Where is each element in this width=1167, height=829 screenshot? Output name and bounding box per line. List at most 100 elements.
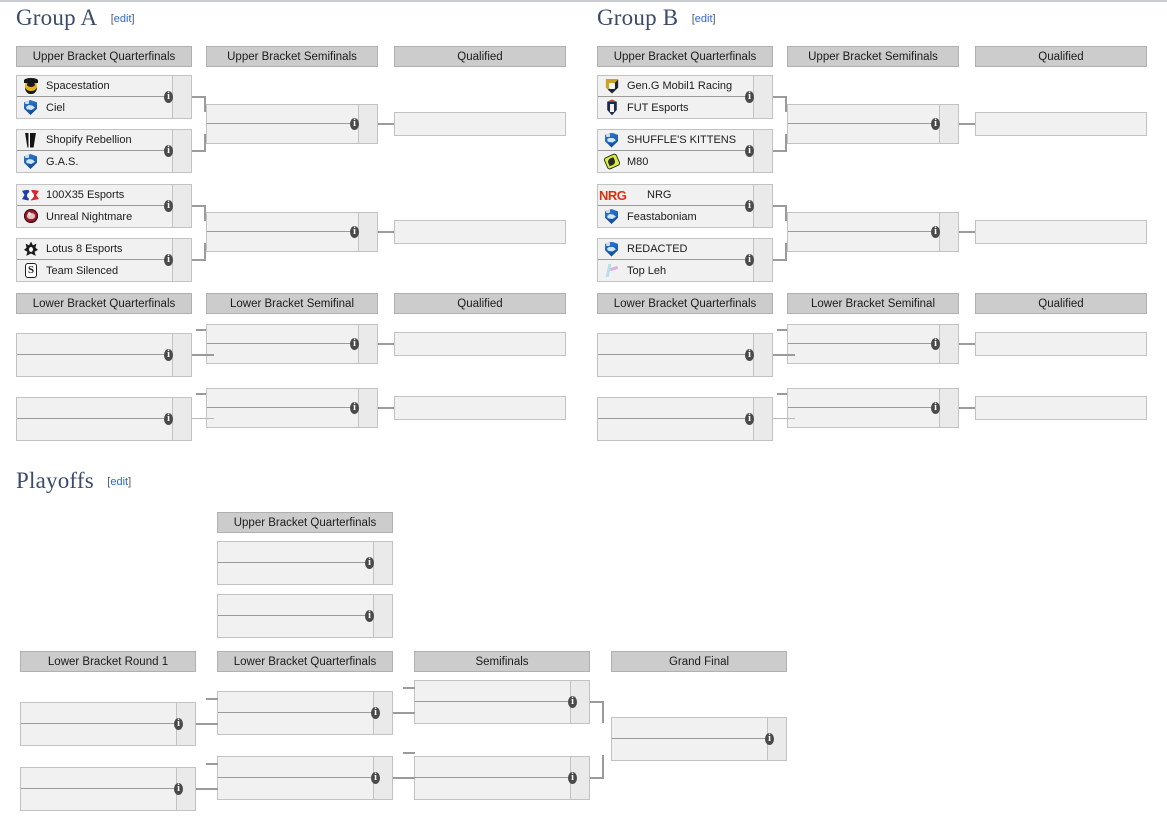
match-opponent-top[interactable]: [207, 105, 377, 124]
info-icon[interactable]: [931, 337, 940, 350]
info-icon[interactable]: [350, 225, 359, 238]
info-icon[interactable]: [350, 401, 359, 414]
info-icon[interactable]: [371, 771, 380, 784]
match-playoffs-lbqf-2[interactable]: [217, 756, 393, 800]
match-groupa-ubqf-1[interactable]: Spacestation Ciel: [16, 75, 192, 119]
match-opponent-top[interactable]: [21, 703, 195, 724]
match-groupa-ubqf-2[interactable]: Shopify Rebellion G.A.S.: [16, 129, 192, 173]
match-opponent-bottom[interactable]: [218, 778, 392, 799]
match-groupb-ubqf-4[interactable]: REDACTED Top Leh: [597, 238, 773, 282]
match-opponent-top[interactable]: [395, 333, 565, 355]
match-opponent-bottom[interactable]: Feastaboniam: [598, 206, 772, 227]
match-opponent-top[interactable]: [218, 595, 392, 616]
match-opponent-top[interactable]: REDACTED: [598, 239, 772, 260]
match-opponent-bottom[interactable]: [415, 702, 589, 723]
match-playoffs-lbr1-1[interactable]: [20, 702, 196, 746]
match-groupb-lbqf-1[interactable]: [597, 333, 773, 377]
info-icon[interactable]: [164, 144, 173, 157]
match-opponent-bottom[interactable]: [415, 778, 589, 799]
match-opponent-bottom[interactable]: Ciel: [17, 97, 191, 118]
match-groupa-lbsf-1[interactable]: [206, 324, 378, 364]
match-opponent-top[interactable]: 100X35 Esports: [17, 185, 191, 206]
match-opponent-top[interactable]: [395, 221, 565, 243]
match-opponent-top[interactable]: SHUFFLE'S KITTENS: [598, 130, 772, 151]
match-playoffs-semifinal-1[interactable]: [414, 680, 590, 724]
info-icon[interactable]: [931, 117, 940, 130]
match-opponent-top[interactable]: [207, 325, 377, 344]
match-opponent-bottom[interactable]: Unreal Nightmare: [17, 206, 191, 227]
qualified-slot-groupb-lb-2[interactable]: [975, 396, 1147, 420]
qualified-slot-groupa-lb-2[interactable]: [394, 396, 566, 420]
match-opponent-top[interactable]: [395, 397, 565, 419]
match-opponent-bottom[interactable]: FUT Esports: [598, 97, 772, 118]
match-opponent-top[interactable]: [976, 221, 1146, 243]
match-playoffs-ubqf-1[interactable]: [217, 541, 393, 585]
match-opponent-top[interactable]: [17, 334, 191, 355]
match-opponent-top[interactable]: NRG NRG: [598, 185, 772, 206]
match-playoffs-grand-final[interactable]: [611, 717, 787, 761]
info-icon[interactable]: [350, 337, 359, 350]
match-opponent-top[interactable]: [218, 757, 392, 778]
match-opponent-bottom[interactable]: [612, 739, 786, 760]
match-opponent-bottom[interactable]: M80: [598, 151, 772, 172]
match-groupa-lbqf-2[interactable]: [16, 397, 192, 441]
info-icon[interactable]: [745, 90, 754, 103]
match-opponent-top[interactable]: [976, 113, 1146, 135]
info-icon[interactable]: [164, 199, 173, 212]
info-icon[interactable]: [568, 695, 577, 708]
info-icon[interactable]: [164, 348, 173, 361]
info-icon[interactable]: [745, 144, 754, 157]
match-opponent-bottom[interactable]: Team Silenced: [17, 260, 191, 281]
info-icon[interactable]: [765, 732, 774, 745]
edit-link-playoffs[interactable]: [edit]: [107, 476, 132, 488]
qualified-slot-groupa-lb-1[interactable]: [394, 332, 566, 356]
match-opponent-top[interactable]: [395, 113, 565, 135]
match-opponent-bottom[interactable]: [21, 789, 195, 810]
match-groupa-ubqf-3[interactable]: 100X35 Esports Unreal Nightmare: [16, 184, 192, 228]
match-opponent-top[interactable]: [788, 325, 958, 344]
match-groupb-lbqf-2[interactable]: [597, 397, 773, 441]
info-icon[interactable]: [745, 253, 754, 266]
info-icon[interactable]: [164, 90, 173, 103]
match-opponent-top[interactable]: Spacestation: [17, 76, 191, 97]
info-icon[interactable]: [174, 782, 183, 795]
match-opponent-bottom[interactable]: [21, 724, 195, 745]
info-icon[interactable]: [745, 348, 754, 361]
info-icon[interactable]: [164, 412, 173, 425]
match-opponent-top[interactable]: Shopify Rebellion: [17, 130, 191, 151]
info-icon[interactable]: [365, 609, 374, 622]
match-opponent-bottom[interactable]: [218, 713, 392, 734]
match-groupb-ubqf-1[interactable]: Gen.G Mobil1 Racing FUT Esports: [597, 75, 773, 119]
match-opponent-top[interactable]: [788, 389, 958, 408]
info-icon[interactable]: [568, 771, 577, 784]
match-groupb-ubqf-3[interactable]: NRG NRG Feastaboniam: [597, 184, 773, 228]
match-opponent-top[interactable]: [598, 398, 772, 419]
qualified-slot-groupb-1[interactable]: [975, 112, 1147, 136]
match-opponent-top[interactable]: [612, 718, 786, 739]
info-icon[interactable]: [931, 225, 940, 238]
match-opponent-bottom[interactable]: G.A.S.: [17, 151, 191, 172]
qualified-slot-groupa-2[interactable]: [394, 220, 566, 244]
match-opponent-top[interactable]: Lotus 8 Esports: [17, 239, 191, 260]
match-opponent-top[interactable]: [415, 681, 589, 702]
info-icon[interactable]: [745, 199, 754, 212]
match-opponent-top[interactable]: [976, 397, 1146, 419]
match-opponent-bottom[interactable]: Top Leh: [598, 260, 772, 281]
match-opponent-top[interactable]: Gen.G Mobil1 Racing: [598, 76, 772, 97]
qualified-slot-groupa-1[interactable]: [394, 112, 566, 136]
match-groupb-ubqf-2[interactable]: SHUFFLE'S KITTENS M80: [597, 129, 773, 173]
match-opponent-top[interactable]: [788, 105, 958, 124]
match-opponent-top[interactable]: [976, 333, 1146, 355]
match-opponent-top[interactable]: [207, 213, 377, 232]
match-opponent-top[interactable]: [21, 768, 195, 789]
match-playoffs-semifinal-2[interactable]: [414, 756, 590, 800]
match-playoffs-ubqf-2[interactable]: [217, 594, 393, 638]
match-opponent-top[interactable]: [415, 757, 589, 778]
match-opponent-top[interactable]: [788, 213, 958, 232]
match-opponent-top[interactable]: [218, 542, 392, 563]
match-opponent-top[interactable]: [218, 692, 392, 713]
info-icon[interactable]: [745, 412, 754, 425]
match-opponent-top[interactable]: [598, 334, 772, 355]
qualified-slot-groupb-lb-1[interactable]: [975, 332, 1147, 356]
qualified-slot-groupb-2[interactable]: [975, 220, 1147, 244]
